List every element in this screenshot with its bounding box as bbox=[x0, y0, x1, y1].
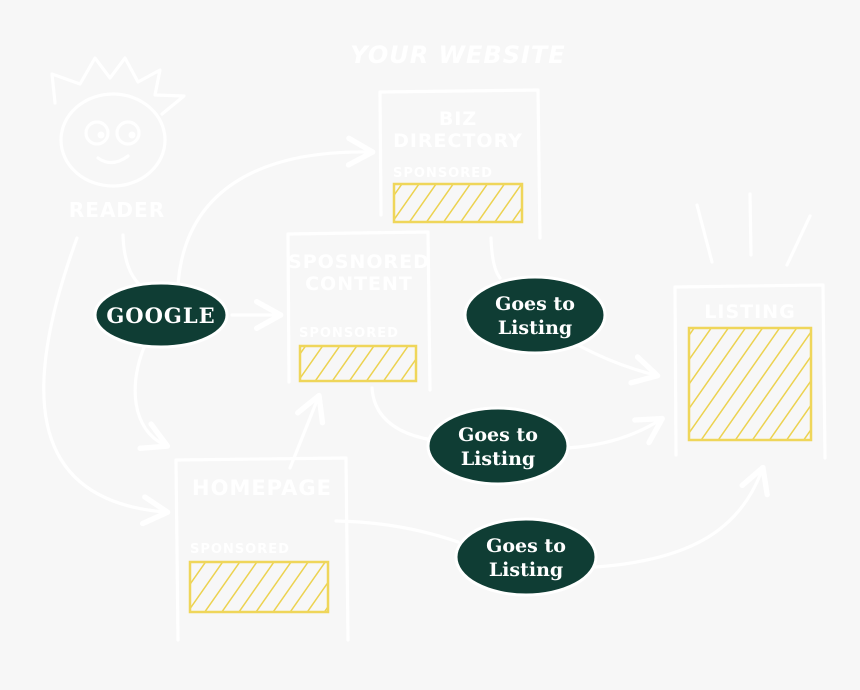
goes-to-listing-pill-3-line1: Goes to bbox=[486, 535, 566, 557]
listing-featured-slot bbox=[687, 326, 813, 442]
reader-label: READER bbox=[69, 198, 165, 222]
biz-directory-sponsored-slot bbox=[392, 182, 524, 224]
page-listing: LISTING bbox=[673, 192, 827, 460]
biz-directory-sponsored-label: SPONSORED bbox=[393, 166, 493, 181]
arrow-biz-directory-to-goes1 bbox=[489, 236, 502, 280]
arrow-goes3-to-listing bbox=[594, 464, 770, 569]
google-pill: GOOGLE bbox=[93, 281, 229, 349]
arrow-reader-to-homepage bbox=[42, 236, 171, 527]
arrow-google-to-homepage bbox=[133, 343, 171, 451]
arrow-sponsored-content-to-goes2 bbox=[370, 386, 434, 442]
google-pill-label: GOOGLE bbox=[106, 303, 215, 328]
homepage-title: HOMEPAGE bbox=[192, 476, 332, 500]
arrow-homepage-to-sponsored-content bbox=[288, 392, 326, 470]
page-biz-directory: BIZ DIRECTORY SPONSORED bbox=[378, 88, 542, 240]
biz-directory-title-line2: DIRECTORY bbox=[393, 130, 523, 152]
homepage-sponsored-label: SPONSORED bbox=[190, 542, 290, 557]
goes-to-listing-pill-1: Goes to Listing bbox=[463, 275, 607, 355]
reader-head-icon bbox=[59, 92, 167, 188]
diagram-title: YOUR WEBSITE bbox=[350, 41, 565, 69]
reader-right-eye-icon bbox=[115, 120, 141, 146]
sponsored-content-sponsored-label: SPONSORED bbox=[299, 326, 399, 341]
page-sponsored-content: SPOSNORED CONTENT SPONSORED bbox=[286, 230, 432, 392]
goes-to-listing-pill-1-line1: Goes to bbox=[495, 293, 575, 315]
goes-to-listing-pill-2-line2: Listing bbox=[461, 448, 535, 470]
goes-to-listing-pill-2: Goes to Listing bbox=[426, 406, 570, 486]
sponsored-content-sponsored-slot bbox=[298, 344, 418, 383]
goes-to-listing-pill-3: Goes to Listing bbox=[454, 517, 598, 597]
listing-title: LISTING bbox=[704, 301, 795, 323]
sponsored-content-title-line2: CONTENT bbox=[305, 273, 413, 295]
arrow-homepage-to-goes3 bbox=[334, 519, 460, 544]
goes-to-listing-pill-3-line2: Listing bbox=[489, 559, 563, 581]
biz-directory-title-line1: BIZ bbox=[439, 108, 477, 130]
goes-to-listing-pill-1-line2: Listing bbox=[498, 317, 572, 339]
page-homepage: HOMEPAGE SPONSORED bbox=[174, 456, 350, 642]
arrow-google-to-biz-directory bbox=[176, 135, 376, 287]
reader-hair-icon bbox=[50, 56, 186, 116]
arrow-goes2-to-listing bbox=[564, 415, 665, 450]
reader-character bbox=[50, 56, 186, 188]
reader-smile-icon bbox=[96, 154, 130, 165]
homepage-sponsored-slot bbox=[188, 560, 330, 614]
sponsored-content-title-line1: SPOSNORED bbox=[288, 251, 430, 273]
arrow-goes1-to-listing bbox=[576, 343, 661, 386]
arrow-reader-to-google bbox=[121, 233, 142, 287]
listing-shine-icon bbox=[695, 203, 714, 264]
flow-arrows bbox=[42, 135, 770, 569]
goes-to-listing-pill-2-line1: Goes to bbox=[458, 424, 538, 446]
reader-left-eye-icon bbox=[84, 120, 110, 146]
